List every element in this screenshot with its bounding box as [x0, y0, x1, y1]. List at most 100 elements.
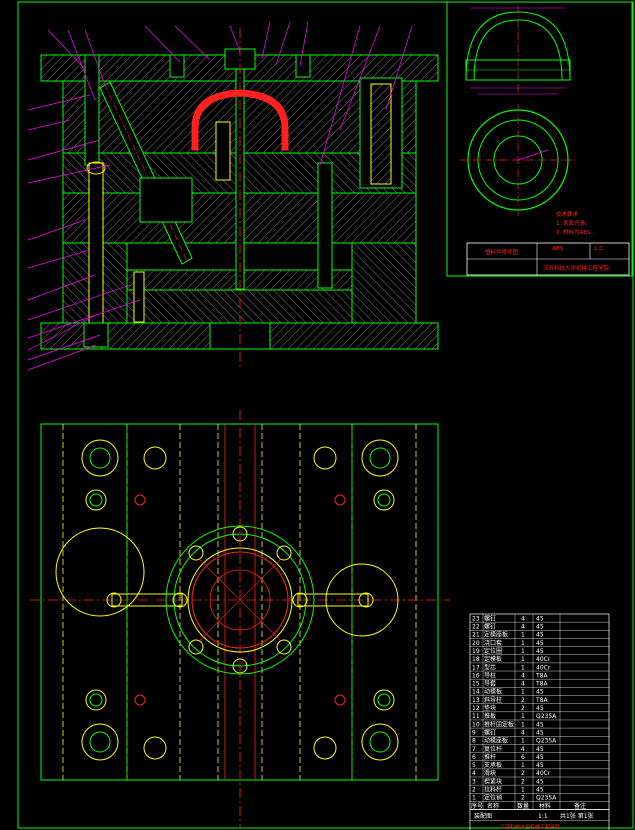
assembly-scale: 1:1	[538, 813, 548, 820]
bom-cell-name: 定模座板	[484, 631, 508, 639]
bom-cell-qty: 1	[521, 640, 525, 647]
assembly-name: 装配图	[474, 812, 492, 820]
bom-header-qty: 数量	[517, 802, 529, 810]
bom-cell-qty: 4	[521, 672, 525, 679]
bom-header-mat: 材料	[539, 802, 551, 810]
bom-header-no: 序号	[471, 802, 483, 810]
bom-cell-mat: Q235A	[536, 738, 557, 745]
bom-cell-qty: 4	[521, 615, 525, 622]
bom-cell-name: 动模板	[484, 688, 502, 696]
bom-cell-qty: 1	[521, 656, 525, 663]
bom-cell-name: 推杆	[484, 753, 496, 761]
bom-cell-qty: 2	[521, 697, 525, 704]
bom-cell-qty: 1	[521, 787, 525, 794]
bom-cell-no: 19	[472, 648, 480, 655]
bom-cell-name: 螺钉	[484, 728, 496, 736]
bom-cell-mat: 45	[536, 787, 544, 794]
bom-cell-no: 13	[472, 697, 480, 704]
bom-cell-no: 3	[472, 778, 476, 785]
bom-cell-no: 2	[472, 787, 476, 794]
bom-cell-mat: 45	[536, 754, 544, 761]
bom-cell-qty: 1	[521, 738, 525, 745]
bom-cell-qty: 1	[521, 713, 525, 720]
bom-cell-name: 推杆固定板	[484, 720, 514, 728]
bom-cell-no: 8	[472, 738, 476, 745]
bom-cell-name: 动模座板	[484, 737, 508, 745]
bom-cell-no: 22	[472, 624, 480, 631]
bom-cell-no: 15	[472, 681, 480, 688]
bom-cell-no: 5	[472, 762, 476, 769]
bom-cell-mat: 45	[536, 705, 544, 712]
bom-cell-name: 型芯	[484, 663, 496, 671]
bom-cell-mat: 45	[536, 632, 544, 639]
bom-cell-qty: 4	[521, 681, 525, 688]
bom-cell-no: 10	[472, 721, 480, 728]
part-detail-view	[460, 6, 576, 216]
bom-cell-mat: 40Cr	[536, 656, 551, 663]
bom-cell-name: 楔紧块	[484, 777, 502, 785]
bom-header-name: 名称	[487, 802, 499, 810]
part-title-block	[466, 242, 630, 276]
tech-requirements-title: 技术要求	[556, 210, 579, 218]
bom-cell-mat: T8A	[535, 681, 548, 688]
bom-cell-mat: 45	[536, 721, 544, 728]
bom-cell-name: 导柱	[484, 671, 496, 679]
assembly-company: 江苏科技大学机械工程学院	[500, 824, 560, 830]
bom-cell-name: 推板	[484, 712, 496, 720]
bom-header-note: 备注	[574, 802, 586, 810]
part-drawing-frame	[446, 1, 633, 277]
tech-requirement-2: 2. 材料为ABS。	[556, 228, 596, 236]
bom-cell-mat: 45	[536, 615, 544, 622]
bom-cell-no: 11	[472, 713, 480, 720]
bom-cell-mat: 45	[536, 729, 544, 736]
bom-cell-qty: 4	[521, 624, 525, 631]
bom-cell-mat: T8A	[535, 672, 548, 679]
bom-cell-name: 螺钉	[484, 614, 496, 622]
bom-cell-name: 定位圈	[484, 647, 502, 655]
section-view	[27, 21, 439, 371]
plan-view	[30, 410, 450, 828]
bom-cell-name: 拉料杆	[484, 786, 502, 794]
part-name: 塑料件零件图	[485, 248, 519, 256]
bom-cell-qty: 1	[521, 721, 525, 728]
bom-cell-qty: 4	[521, 746, 525, 753]
bom-cell-mat: 45	[536, 689, 544, 696]
bom-cell-no: 18	[472, 656, 480, 663]
bom-cell-no: 1	[472, 795, 476, 802]
bom-cell-mat: Q235A	[536, 795, 557, 802]
assembly-sheet: 共1张 第1张	[560, 812, 594, 820]
bom-cell-mat: Q235A	[536, 713, 557, 720]
drawing-border	[17, 1, 634, 829]
bom-cell-name: 浇口套	[484, 639, 502, 647]
bom-cell-name: 复位杆	[484, 745, 502, 753]
bom-cell-no: 14	[472, 689, 480, 696]
bom-cell-mat: 40Cr	[536, 664, 551, 671]
bom-cell-name: 滑块	[484, 769, 496, 777]
bom-cell-name: 螺钉	[484, 623, 496, 631]
bom-cell-qty: 1	[521, 632, 525, 639]
bom-cell-mat: 45	[536, 746, 544, 753]
bom-cell-mat: T8A	[535, 697, 548, 704]
bom-cell-no: 9	[472, 729, 476, 736]
bom-cell-no: 7	[472, 746, 476, 753]
bom-cell-name: 导套	[484, 680, 496, 688]
bom-cell-name: 支承板	[484, 761, 502, 769]
bom-cell-no: 4	[472, 770, 476, 777]
bom-cell-no: 12	[472, 705, 480, 712]
bom-cell-mat: 45	[536, 762, 544, 769]
bom-cell-no: 23	[472, 615, 480, 622]
bom-cell-qty: 2	[521, 795, 525, 802]
bom-cell-qty: 2	[521, 705, 525, 712]
tech-requirement-1: 1. 表面光滑。	[556, 219, 591, 227]
bom-cell-qty: 1	[521, 648, 525, 655]
bom-cell-mat: 45	[536, 778, 544, 785]
bom-cell-name: 斜导柱	[484, 696, 502, 704]
bom-cell-name: 定位销	[484, 794, 502, 802]
bom-cell-qty: 2	[521, 770, 525, 777]
part-scale: 1:1	[594, 246, 603, 252]
bom-cell-no: 16	[472, 672, 480, 679]
bom-cell-no: 20	[472, 640, 480, 647]
part-material: ABS	[552, 246, 563, 252]
